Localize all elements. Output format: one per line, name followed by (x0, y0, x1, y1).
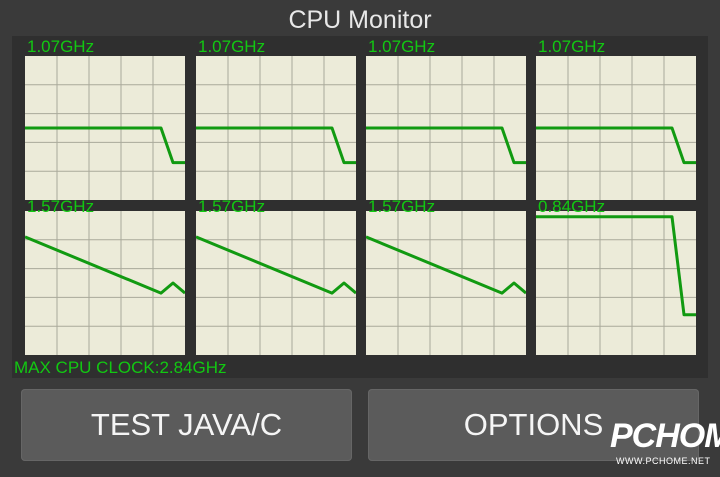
grid (196, 211, 356, 355)
core-8-frequency: 0.84GHz (538, 197, 606, 216)
core-graph-3 (366, 56, 526, 200)
test-java-c-button[interactable]: TEST JAVA/C (21, 389, 352, 461)
frequency-line (196, 235, 356, 295)
core-graph-8-plot (536, 211, 696, 355)
watermark-url: WWW.PCHOME.NET (616, 456, 711, 466)
core-graph-8 (536, 211, 696, 355)
frequency-line (25, 235, 185, 295)
max-cpu-clock: MAX CPU CLOCK:2.84GHz (14, 358, 227, 377)
core-7-frequency: 1.57GHz (368, 197, 436, 216)
frequency-line (25, 126, 185, 165)
core-5-frequency: 1.57GHz (27, 197, 95, 216)
core-graph-5 (25, 211, 185, 355)
frequency-line (536, 126, 696, 165)
core-1-frequency: 1.07GHz (27, 37, 95, 56)
grid (25, 211, 185, 355)
watermark-logo: PCHOME WWW.PCHOME.NET (588, 416, 720, 472)
core-3-frequency: 1.07GHz (368, 37, 436, 56)
core-graph-2-plot (196, 56, 356, 200)
frequency-line (536, 215, 696, 317)
grid (536, 211, 696, 355)
core-graph-7-plot (366, 211, 526, 355)
core-2-frequency: 1.07GHz (198, 37, 266, 56)
frequency-line (196, 126, 356, 165)
core-6-frequency: 1.57GHz (198, 197, 266, 216)
core-graph-2 (196, 56, 356, 200)
core-graph-5-plot (25, 211, 185, 355)
app-title: CPU Monitor (288, 6, 432, 34)
frequency-line (366, 235, 526, 295)
core-graph-4-plot (536, 56, 696, 200)
grid (366, 211, 526, 355)
core-graph-3-plot (366, 56, 526, 200)
core-graph-1-plot (25, 56, 185, 200)
core-graph-7 (366, 211, 526, 355)
core-graph-6-plot (196, 211, 356, 355)
frequency-line (366, 126, 526, 165)
core-4-frequency: 1.07GHz (538, 37, 606, 56)
core-graph-4 (536, 56, 696, 200)
watermark-brand: PCHOME (610, 417, 720, 455)
core-graph-1 (25, 56, 185, 200)
core-graph-6 (196, 211, 356, 355)
options-button[interactable]: OPTIONS (368, 389, 699, 461)
